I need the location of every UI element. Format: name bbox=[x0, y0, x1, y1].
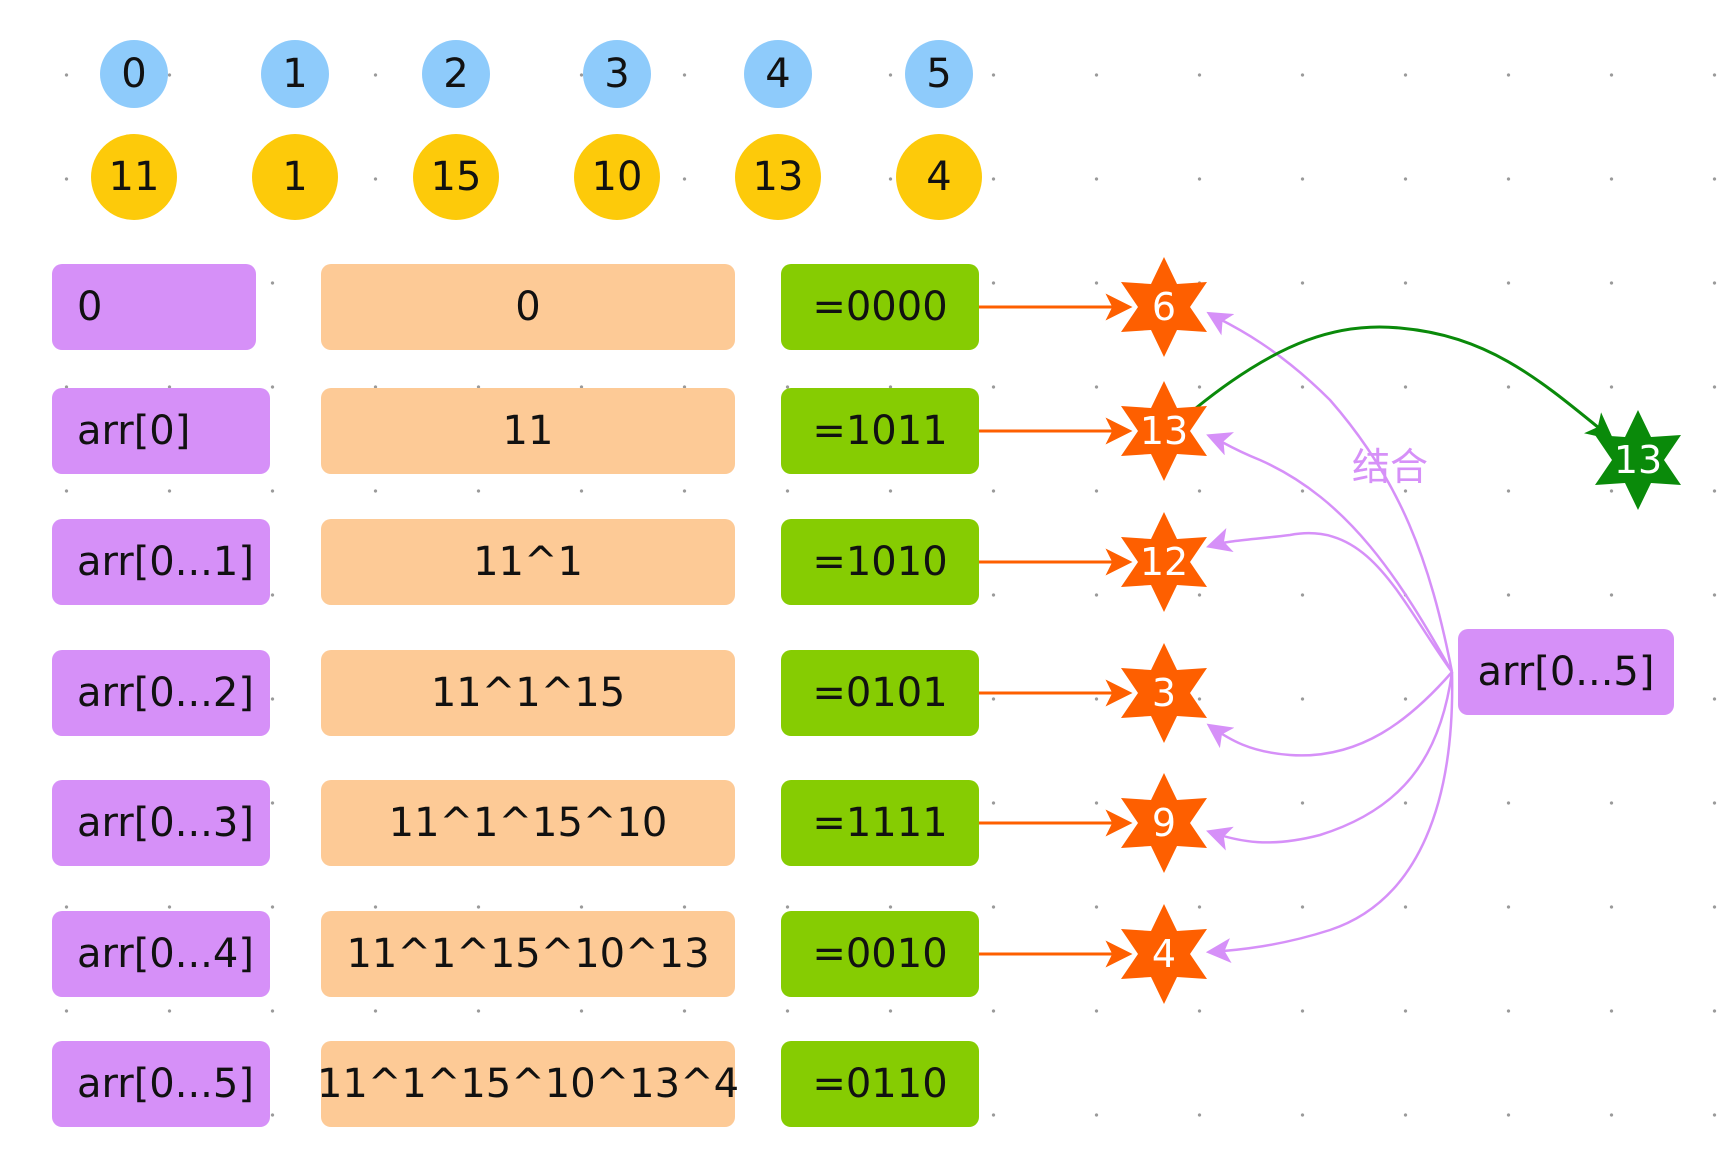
prefix-binary-4: =1111 bbox=[781, 780, 979, 866]
prefix-binary-3: =0101 bbox=[781, 650, 979, 736]
prefix-label-3: arr[0...2] bbox=[52, 650, 270, 736]
prefix-expr-4: 11^1^15^10 bbox=[321, 780, 735, 866]
result-value: 13 bbox=[1139, 409, 1189, 453]
result-star-0: 6 bbox=[1114, 257, 1214, 357]
prefix-label-5: arr[0...4] bbox=[52, 911, 270, 997]
result-value: 6 bbox=[1151, 285, 1177, 329]
combine-arrow-4 bbox=[1206, 671, 1454, 851]
combine-arrow-1 bbox=[1206, 432, 1454, 673]
answer-value: 13 bbox=[1613, 438, 1663, 482]
combine-label: 结合 bbox=[1352, 445, 1429, 489]
prefix-label-6: arr[0...5] bbox=[52, 1041, 270, 1127]
prefix-expr-5: 11^1^15^10^13 bbox=[321, 911, 735, 997]
prefix-expr-0: 0 bbox=[321, 264, 735, 350]
index-circle-2: 2 bbox=[422, 40, 490, 108]
combine-arrow-2 bbox=[1206, 528, 1454, 673]
star-icon bbox=[1121, 257, 1207, 357]
value-circle-5: 4 bbox=[896, 134, 982, 220]
prefix-binary-0: =0000 bbox=[781, 264, 979, 350]
result-value: 9 bbox=[1151, 801, 1177, 845]
prefix-binary-1: =1011 bbox=[781, 388, 979, 474]
value-circle-0: 11 bbox=[91, 134, 177, 220]
index-circle-1: 1 bbox=[261, 40, 329, 108]
result-star-5: 4 bbox=[1114, 904, 1214, 1004]
prefix-expr-3: 11^1^15 bbox=[321, 650, 735, 736]
combine-source-box: arr[0...5] bbox=[1458, 629, 1674, 715]
star-icon bbox=[1121, 904, 1207, 1004]
prefix-label-2: arr[0...1] bbox=[52, 519, 270, 605]
star-icon bbox=[1121, 512, 1207, 612]
result-star-3: 3 bbox=[1114, 643, 1214, 743]
combine-arrow-3 bbox=[1206, 671, 1453, 757]
prefix-label-0: 0 bbox=[52, 264, 256, 350]
combine-arrow-5 bbox=[1205, 671, 1454, 964]
prefix-binary-2: =1010 bbox=[781, 519, 979, 605]
prefix-expr-6: 11^1^15^10^13^4 bbox=[317, 1041, 739, 1127]
index-circle-4: 4 bbox=[744, 40, 812, 108]
value-circle-3: 10 bbox=[574, 134, 660, 220]
prefix-binary-6: =0110 bbox=[781, 1041, 979, 1127]
value-circle-1: 1 bbox=[252, 134, 338, 220]
star-icon bbox=[1121, 381, 1207, 481]
value-circle-2: 15 bbox=[413, 134, 499, 220]
prefix-binary-5: =0010 bbox=[781, 911, 979, 997]
result-star-2: 12 bbox=[1114, 512, 1214, 612]
combine-arrow-0 bbox=[1206, 311, 1454, 673]
result-value: 12 bbox=[1139, 540, 1189, 584]
result-star-4: 9 bbox=[1114, 773, 1214, 873]
star-icon bbox=[1595, 410, 1681, 510]
result-star-1: 13 bbox=[1114, 381, 1214, 481]
result-value: 3 bbox=[1151, 671, 1177, 715]
index-circle-5: 5 bbox=[905, 40, 973, 108]
value-circle-4: 13 bbox=[735, 134, 821, 220]
answer-star: 13 bbox=[1588, 410, 1688, 510]
prefix-label-1: arr[0] bbox=[52, 388, 270, 474]
index-circle-3: 3 bbox=[583, 40, 651, 108]
result-value: 4 bbox=[1151, 932, 1177, 976]
index-circle-0: 0 bbox=[100, 40, 168, 108]
prefix-expr-1: 11 bbox=[321, 388, 735, 474]
prefix-expr-2: 11^1 bbox=[321, 519, 735, 605]
answer-arrow bbox=[1195, 325, 1614, 440]
star-icon bbox=[1121, 643, 1207, 743]
star-icon bbox=[1121, 773, 1207, 873]
prefix-label-4: arr[0...3] bbox=[52, 780, 270, 866]
